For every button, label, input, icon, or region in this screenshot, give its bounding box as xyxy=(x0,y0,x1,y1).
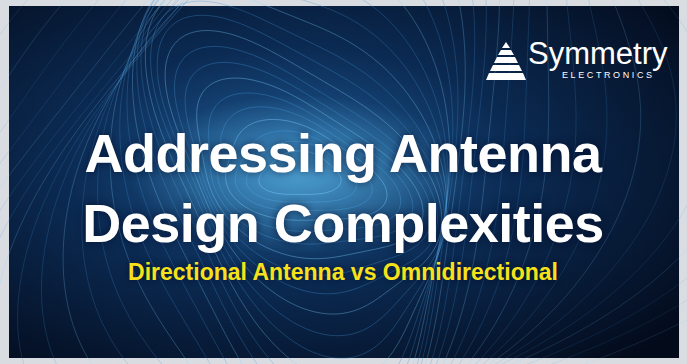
banner-title: Addressing Antenna Design Complexities xyxy=(13,118,673,258)
dark-panel xyxy=(9,6,679,358)
logo-name: Symmetry xyxy=(528,38,668,70)
logo-tagline: ELECTRONICS xyxy=(562,70,655,80)
banner-subtitle: Directional Antenna vs Omnidirectional xyxy=(13,257,673,287)
logo-mark xyxy=(486,42,526,80)
